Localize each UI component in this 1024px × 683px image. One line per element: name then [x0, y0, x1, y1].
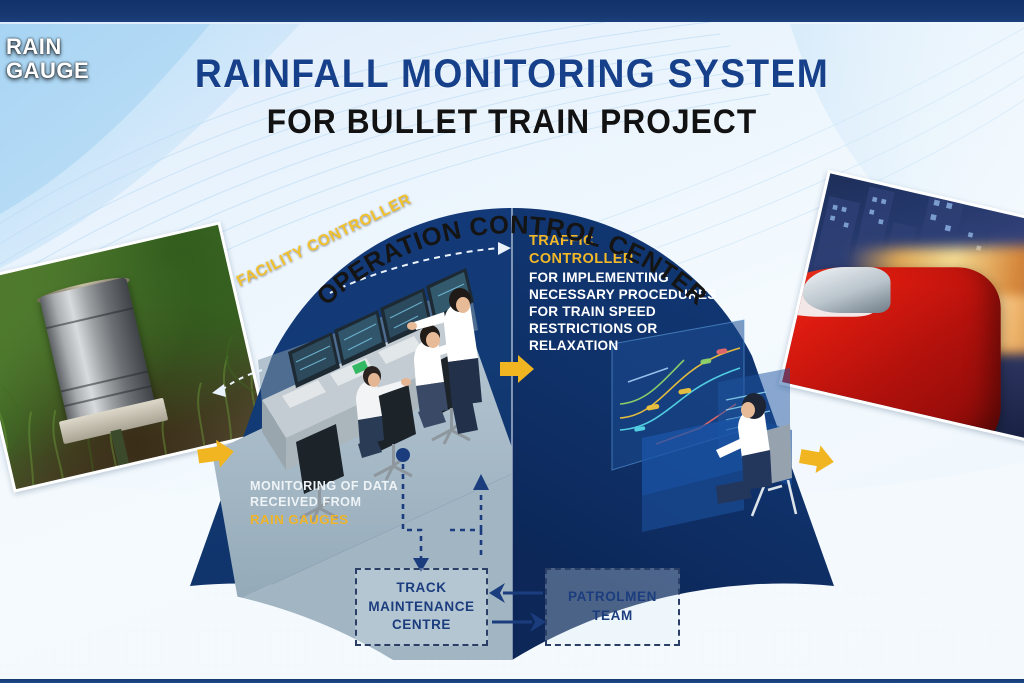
dashed-up-arrow-icon	[473, 474, 489, 490]
dashed-curved-arrow-icon	[329, 242, 511, 294]
title-line-1: RAINFALL MONITORING SYSTEM	[194, 52, 830, 96]
monitoring-line-2: RECEIVED FROM	[250, 495, 362, 510]
traffic-body-line-3: FOR TRAIN SPEED	[529, 304, 656, 320]
arrow-patrol-to-track	[489, 583, 543, 603]
dashed-down-arrow-icon	[413, 558, 429, 572]
patrol-box-line2: TEAM	[592, 608, 633, 623]
traffic-body-line-5: RELAXATION	[529, 337, 619, 353]
patrol-box-line1: PATROLMEN	[568, 589, 657, 605]
track-maintenance-centre-box[interactable]: TRACK MAINTENANCE CENTRE	[355, 568, 488, 646]
gold-arrow-traffic-to-train	[799, 445, 834, 473]
bottom-accent-line	[0, 679, 1024, 683]
operator-seated-woman	[356, 366, 411, 458]
gold-arrow-gauge-to-center	[197, 439, 234, 468]
operator-seated-man	[414, 325, 468, 428]
bullet-train-photo	[778, 169, 1024, 443]
track-box-line1: TRACK	[396, 580, 447, 596]
traffic-heading-line1: TRAFFIC	[529, 233, 594, 249]
rain-gauge-label: RAIN GAUGE	[6, 35, 89, 83]
traffic-body-line-4: RESTRICTIONS OR	[529, 320, 658, 336]
arrow-track-to-patrol	[492, 612, 546, 632]
circle-node-icon	[396, 448, 410, 462]
rain-gauge-label-line2: GAUGE	[6, 57, 90, 83]
operator-standing-man	[407, 288, 482, 434]
traffic-control-illustration	[611, 319, 798, 532]
top-accent-bar	[0, 0, 1024, 22]
traffic-body-line-1: FOR IMPLEMENTING	[529, 270, 669, 286]
page-title: RAINFALL MONITORING SYSTEM FOR BULLET TR…	[0, 52, 1024, 142]
traffic-heading-line2: CONTROLLER	[529, 250, 634, 267]
traffic-controller-text-block: TRAFFIC CONTROLLER FOR IMPLEMENTING NECE…	[529, 233, 719, 355]
monitoring-line-1: MONITORING OF DATA	[250, 479, 399, 493]
control-room-illustration	[212, 268, 512, 660]
rain-gauge-label-line1: RAIN	[6, 34, 62, 59]
monitoring-highlight: RAIN GAUGES	[250, 511, 349, 527]
traffic-body-line-2: NECESSARY PROCEDURES	[529, 287, 717, 303]
flow-connector-lines	[396, 448, 489, 572]
track-box-line3: CENTRE	[391, 617, 452, 633]
chair-1	[296, 424, 344, 523]
gold-arrow-facility-to-traffic	[500, 355, 534, 383]
monitoring-text-block: MONITORING OF DATA RECEIVED FROM RAIN GA…	[250, 478, 450, 528]
track-box-line2: MAINTENANCE	[368, 598, 475, 614]
dashed-left-arrow-icon	[212, 369, 263, 397]
patrolmen-team-box[interactable]: PATROLMEN TEAM	[545, 568, 680, 646]
traffic-operator	[716, 393, 772, 504]
title-line-2: FOR BULLET TRAIN PROJECT	[266, 103, 758, 141]
